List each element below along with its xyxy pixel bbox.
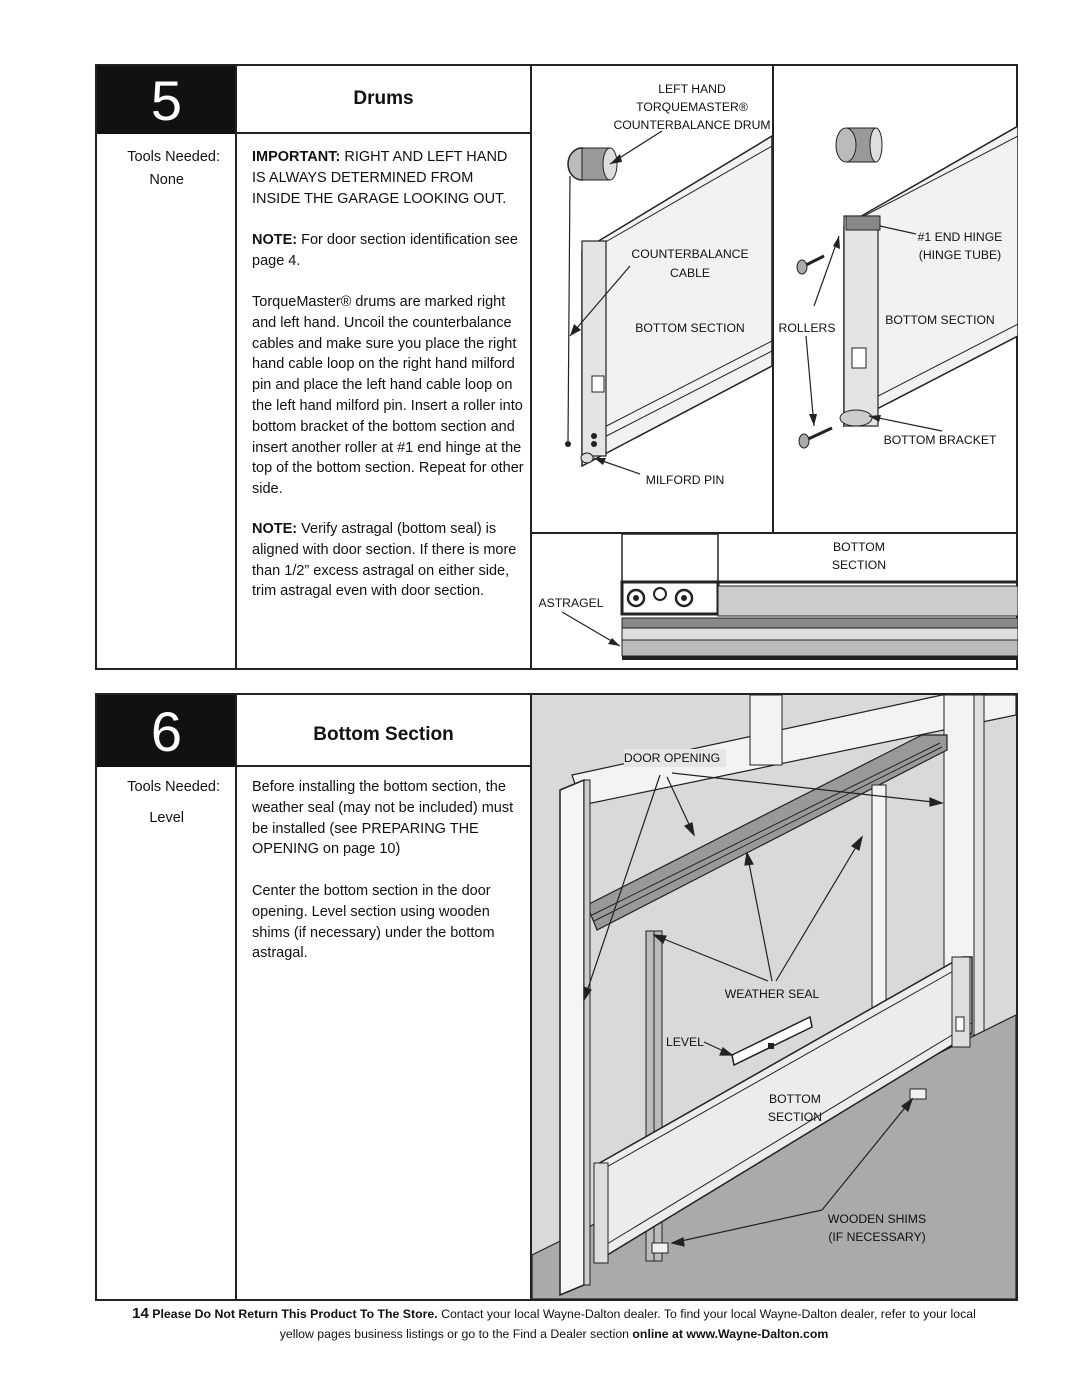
label-torquemaster: TORQUEMASTER® — [636, 100, 748, 114]
label-end-hinge: #1 END HINGE — [917, 230, 1003, 244]
step6-tools-value: Level — [149, 810, 184, 826]
footer-line-1: 14 Please Do Not Return This Product To … — [132, 1305, 976, 1322]
step5-left-illustration — [565, 130, 772, 475]
label-milford-pin: MILFORD PIN — [645, 473, 725, 487]
step5-frame — [95, 64, 1018, 670]
label-if-necessary: (IF NECESSARY) — [828, 1230, 926, 1244]
step6-para1: Before installing the bottom section, th… — [252, 779, 514, 858]
step6-illustration — [532, 695, 1016, 1299]
step5-note2: NOTE: Verify astragal (bottom seal) is a… — [252, 521, 517, 600]
step5-body: TorqueMaster® drums are marked right and… — [252, 294, 524, 498]
step5-tools-value: None — [149, 172, 184, 188]
step5-important: IMPORTANT: RIGHT AND LEFT HAND IS ALWAYS… — [252, 149, 508, 207]
footer: 14 Please Do Not Return This Product To … — [84, 1304, 1024, 1344]
step5-number: 5 — [97, 66, 236, 134]
label-wooden-shims: WOODEN SHIMS — [827, 1212, 927, 1226]
label-section: SECTION — [767, 1110, 823, 1124]
label-section-1: SECTION — [831, 558, 887, 572]
step5-astragal-illustration — [561, 534, 1018, 660]
step6-title: Bottom Section — [313, 724, 454, 745]
page-number: 14 — [132, 1305, 149, 1322]
label-weather-seal: WEATHER SEAL — [724, 987, 820, 1001]
label-bottom-bracket: BOTTOM BRACKET — [883, 433, 997, 447]
step5-note1: NOTE: For door section identification se… — [252, 232, 518, 269]
label-bottom-section-left: BOTTOM SECTION — [635, 321, 745, 335]
step5-right-illustration — [796, 125, 1018, 449]
step5-title: Drums — [353, 88, 414, 109]
label-bottom-section-right: BOTTOM SECTION — [885, 313, 995, 327]
label-hinge-tube: (HINGE TUBE) — [918, 248, 1002, 262]
label-cable: CABLE — [670, 266, 710, 280]
label-left-hand: LEFT HAND — [658, 82, 726, 96]
step6-para2: Center the bottom section in the door op… — [252, 883, 495, 962]
label-counterbalance-drum: COUNTERBALANCE DRUM — [613, 118, 771, 132]
step6-frame — [95, 693, 1018, 1301]
label-bottom: BOTTOM — [769, 1092, 821, 1106]
label-bottom-1: BOTTOM — [833, 540, 885, 554]
step6-number: 6 — [97, 695, 236, 767]
label-astragel: ASTRAGEL — [538, 596, 604, 610]
step6-tools-label: Tools Needed: — [127, 779, 220, 795]
label-door-opening: DOOR OPENING — [623, 751, 721, 765]
step5-tools-label: Tools Needed: — [127, 149, 220, 165]
footer-website-link[interactable]: online at www.Wayne-Dalton.com — [632, 1327, 829, 1341]
footer-line-2: yellow pages business listings or go to … — [279, 1327, 829, 1341]
label-counterbalance: COUNTERBALANCE — [631, 247, 749, 261]
label-rollers: ROLLERS — [778, 321, 836, 335]
label-level: LEVEL — [666, 1035, 704, 1049]
